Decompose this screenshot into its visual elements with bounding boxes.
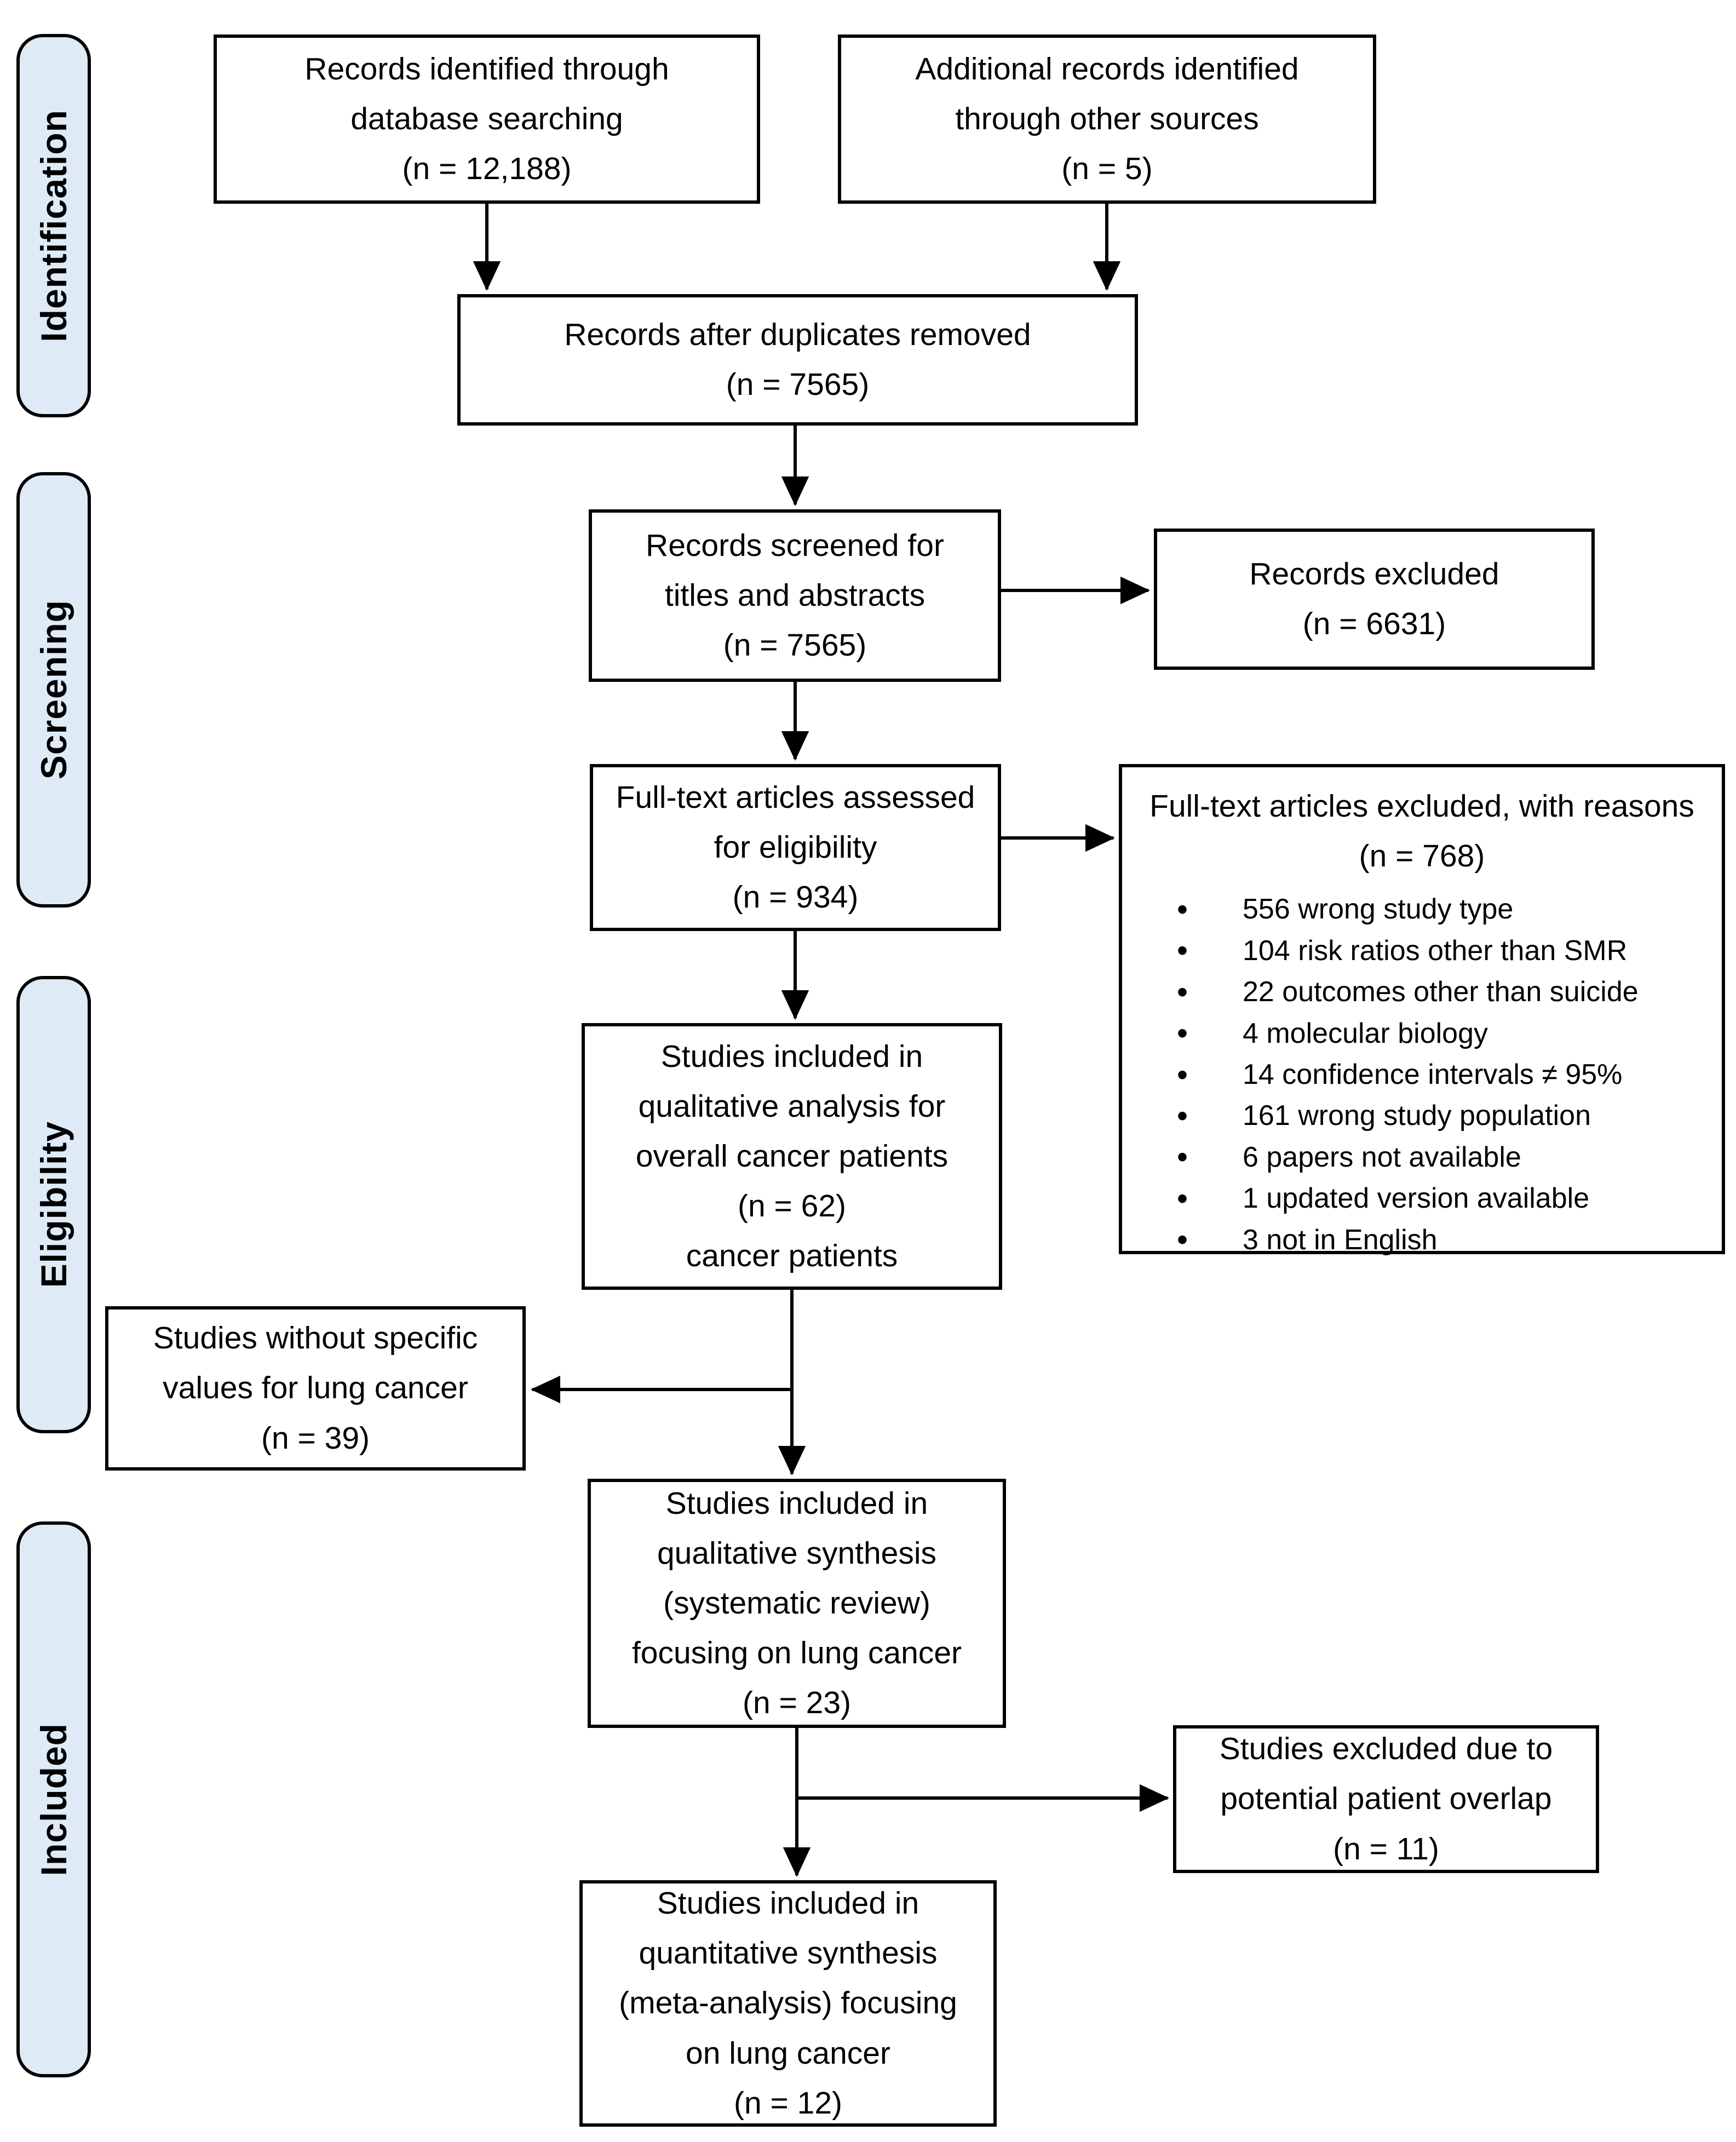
reasons-count: (n = 768) xyxy=(1359,839,1485,874)
text-line: focusing on lung cancer xyxy=(631,1635,962,1671)
text-line: Studies excluded due to xyxy=(1219,1731,1553,1767)
stage-label-text: Screening xyxy=(33,600,74,780)
box-no-lung-values: Studies without specific values for lung … xyxy=(105,1306,526,1471)
text-line: qualitative analysis for xyxy=(638,1088,946,1124)
exclusion-reason: 1 updated version available xyxy=(1171,1176,1711,1222)
stage-label-text: Identification xyxy=(33,109,74,342)
text-line: quantitative synthesis xyxy=(639,1936,938,1971)
text-line: (systematic review) xyxy=(663,1585,930,1621)
reasons-title: Full-text articles excluded, with reason… xyxy=(1149,789,1694,824)
text-line: qualitative synthesis xyxy=(657,1535,937,1571)
exclusion-reason: 6 papers not available xyxy=(1171,1135,1711,1180)
text-line: values for lung cancer xyxy=(163,1370,468,1406)
stage-label-text: Eligibility xyxy=(33,1121,74,1288)
stage-label-eligibility: Eligibility xyxy=(16,976,91,1433)
exclusion-reason-list: 556 wrong study type104 risk ratios othe… xyxy=(1133,887,1711,1263)
exclusion-reason: 14 confidence intervals ≠ 95% xyxy=(1171,1052,1711,1098)
text-line: Studies without specific xyxy=(153,1320,478,1356)
text-line: Additional records identified xyxy=(915,51,1299,87)
text-line: (n = 6631) xyxy=(1302,606,1446,641)
stage-label-included: Included xyxy=(16,1521,91,2077)
exclusion-reason: 22 outcomes other than suicide xyxy=(1171,970,1711,1015)
stage-label-screening: Screening xyxy=(16,472,91,908)
text-line: Studies included in xyxy=(657,1886,919,1921)
stage-label-identification: Identification xyxy=(16,34,91,417)
text-line: titles and abstracts xyxy=(664,577,926,613)
text-line: potential patient overlap xyxy=(1220,1781,1552,1817)
text-line: (n = 12,188) xyxy=(402,151,572,187)
text-line: on lung cancer xyxy=(686,2035,890,2071)
box-fulltext-excluded-reasons: Full-text articles excluded, with reason… xyxy=(1119,764,1725,1263)
text-line: (n = 5) xyxy=(1061,151,1153,187)
text-line: Full-text articles assessed xyxy=(616,779,975,815)
box-overlap-excluded: Studies excluded due to potential patient… xyxy=(1173,1725,1599,1873)
text-line: (n = 62) xyxy=(737,1188,847,1224)
text-line: Studies included in xyxy=(660,1038,923,1074)
text-line: (n = 7565) xyxy=(723,628,867,663)
exclusion-reason: 161 wrong study population xyxy=(1171,1094,1711,1139)
text-line: (n = 23) xyxy=(742,1685,852,1721)
text-line: overall cancer patients xyxy=(635,1138,949,1174)
box-duplicates-removed: Records after duplicates removed (n = 756… xyxy=(457,294,1138,426)
text-line: database searching xyxy=(350,101,623,136)
text-line: through other sources xyxy=(955,101,1259,136)
box-records-excluded: Records excluded (n = 6631) xyxy=(1154,529,1595,670)
text-line: cancer patients xyxy=(686,1238,898,1274)
box-qualitative-synthesis: Studies included in qualitative synthesis… xyxy=(588,1479,1006,1728)
text-line: Studies included in xyxy=(665,1485,928,1521)
box-qualitative-analysis: Studies included in qualitative analysis … xyxy=(582,1023,1002,1290)
text-line: Records after duplicates removed xyxy=(564,317,1031,352)
text-line: (n = 39) xyxy=(261,1420,370,1456)
text-line: (n = 934) xyxy=(732,880,859,915)
text-line: Records excluded xyxy=(1249,556,1499,592)
stage-label-text: Included xyxy=(33,1722,74,1876)
text-line: (n = 11) xyxy=(1333,1831,1439,1867)
exclusion-reason: 3 not in English xyxy=(1171,1218,1711,1263)
text-line: (n = 12) xyxy=(733,2085,843,2121)
text-line: (meta-analysis) focusing xyxy=(619,1985,957,2021)
box-fulltext-assessed: Full-text articles assessed for eligibili… xyxy=(590,764,1001,931)
text-line: for eligibility xyxy=(714,829,877,865)
text-line: Records screened for xyxy=(646,527,944,563)
box-records-identified: Records identified through database searc… xyxy=(214,35,760,204)
exclusion-reason: 104 risk ratios other than SMR xyxy=(1171,928,1711,974)
box-records-screened: Records screened for titles and abstracts… xyxy=(589,509,1001,682)
text-line: (n = 7565) xyxy=(726,367,870,402)
box-quantitative-synthesis: Studies included in quantitative synthesi… xyxy=(579,1880,997,2127)
box-additional-records: Additional records identified through oth… xyxy=(838,35,1376,204)
exclusion-reason: 556 wrong study type xyxy=(1171,887,1711,933)
text-line: Records identified through xyxy=(304,51,669,87)
exclusion-reason: 4 molecular biology xyxy=(1171,1011,1711,1056)
